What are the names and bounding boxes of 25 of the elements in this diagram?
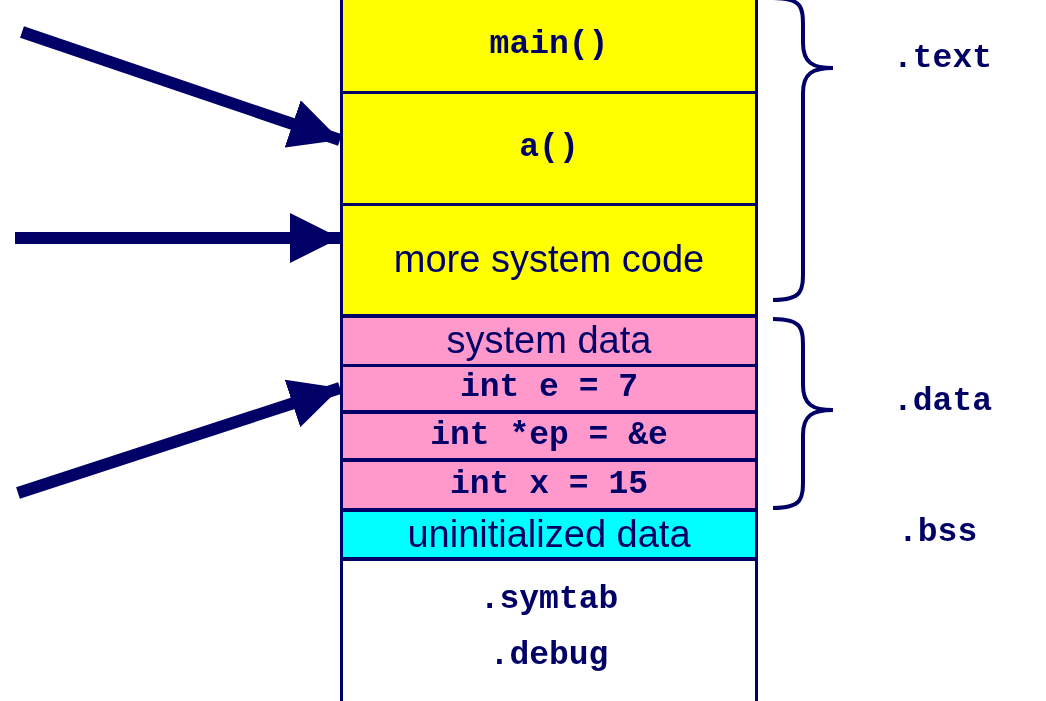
section-label: main() [489,26,609,64]
section-label: int e = 7 [459,370,639,407]
memory-section [340,364,758,413]
section-label: .symtab [479,581,619,618]
memory-section [340,315,758,367]
memory-section [340,411,758,461]
memory-section [340,558,758,701]
section-label: system data [446,320,652,362]
memory-section [340,459,758,511]
section-label: a() [519,130,579,167]
segment-name: .text [893,42,993,75]
arrow [15,213,340,263]
segment-name: .bss [898,516,978,549]
segment-name: .data [893,385,993,418]
memory-section [340,509,758,560]
memory-section [340,0,758,94]
section-label: more system code [393,239,705,281]
arrow [16,379,342,499]
memory-section [340,203,758,317]
section-label: int *ep = &e [430,417,668,455]
section-label: .debug [489,638,609,675]
section-label: int x = 15 [449,466,648,504]
arrow [20,26,342,148]
section-label: uninitialized data [407,513,691,556]
memory-section [340,91,758,206]
